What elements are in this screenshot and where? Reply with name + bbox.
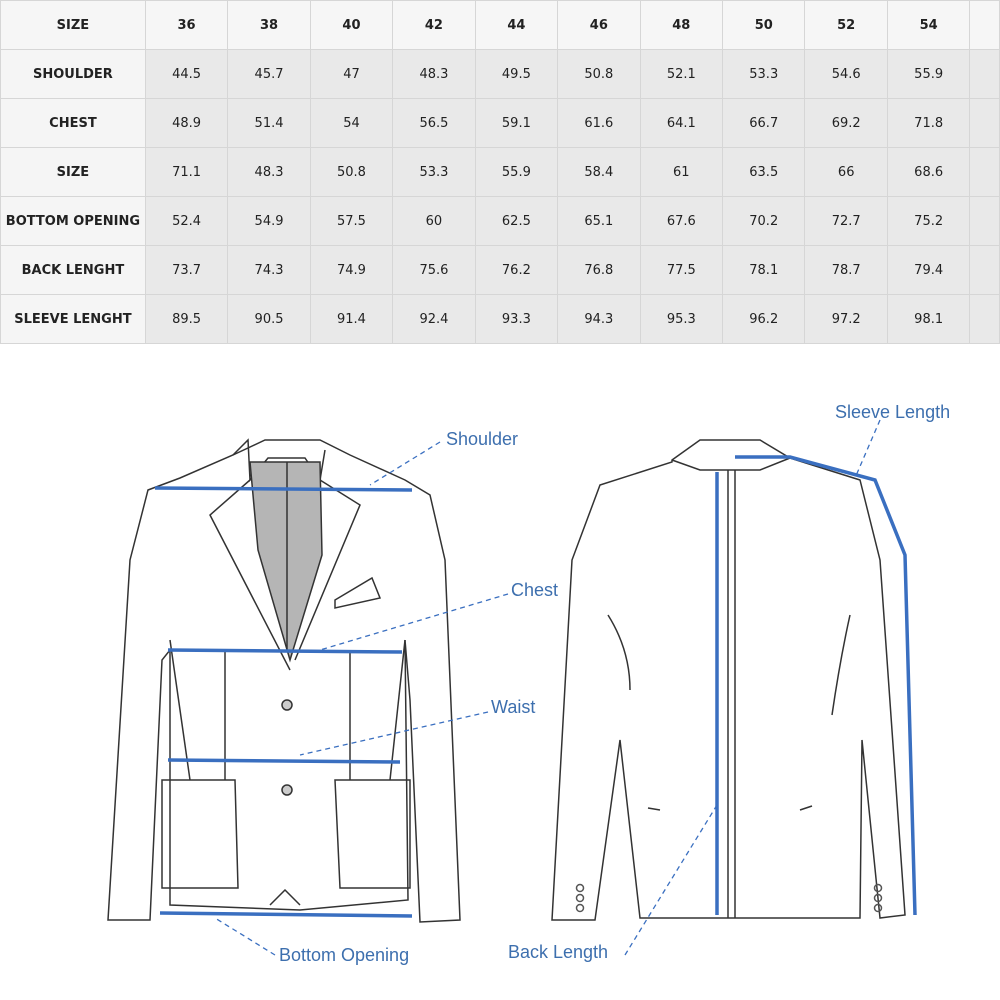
shoulder-label: Shoulder: [446, 429, 519, 449]
row-label: BOTTOM OPENING: [0, 196, 146, 246]
extra-cell: [969, 245, 1000, 295]
extra-cell: [969, 294, 1000, 344]
measurement-cell: 74.3: [227, 245, 311, 295]
chest-arrow: [167, 648, 403, 654]
sleeve-length-arrow: [735, 455, 917, 916]
size-header: 50: [722, 0, 806, 50]
shoulder-arrow: [154, 486, 413, 492]
size-header: 44: [474, 0, 559, 50]
measurement-cell: 75.2: [886, 196, 971, 246]
bottom-opening-arrow: [159, 911, 413, 918]
measurement-cell: 78.1: [722, 245, 806, 295]
measurement-cell: 56.5: [392, 98, 476, 148]
measurement-cell: 91.4: [309, 294, 394, 344]
waist-arrow: [167, 758, 401, 764]
measurement-cell: 77.5: [639, 245, 724, 295]
measurement-cell: 52.1: [639, 49, 724, 99]
measurement-cell: 48.9: [144, 98, 229, 148]
extra-cell: [969, 147, 1000, 197]
measurement-cell: 69.2: [804, 98, 888, 148]
measurement-cell: 61.6: [557, 98, 641, 148]
measurement-cell: 52.4: [144, 196, 229, 246]
measurement-cell: 48.3: [392, 49, 476, 99]
extra-cell: [969, 98, 1000, 148]
size-header: 46: [557, 0, 641, 50]
measurement-cell: 73.7: [144, 245, 229, 295]
size-header: 48: [639, 0, 724, 50]
measurement-cell: 72.7: [804, 196, 888, 246]
measurement-arrows: [154, 455, 917, 918]
row-label: SLEEVE LENGHT: [0, 294, 146, 344]
front-jacket-illustration: [107, 438, 461, 923]
measurement-cell: 66.7: [722, 98, 806, 148]
measurement-cell: 61: [639, 147, 724, 197]
measurement-cell: 54.9: [227, 196, 311, 246]
size-header: 42: [392, 0, 476, 50]
chest-label: Chest: [511, 580, 559, 600]
measurement-cell: 97.2: [804, 294, 888, 344]
leader-lines: [214, 419, 881, 956]
measurement-cell: 67.6: [639, 196, 724, 246]
measurement-cell: 92.4: [392, 294, 476, 344]
measurement-cell: 71.1: [144, 147, 229, 197]
measurement-cell: 45.7: [227, 49, 311, 99]
measurement-cell: 76.2: [474, 245, 559, 295]
row-label: BACK LENGHT: [0, 245, 146, 295]
measurement-cell: 54.6: [804, 49, 888, 99]
measurement-cell: 63.5: [722, 147, 806, 197]
measurement-cell: 89.5: [144, 294, 229, 344]
extra-cell: [969, 196, 1000, 246]
measurement-cell: 96.2: [722, 294, 806, 344]
measurement-cell: 57.5: [309, 196, 394, 246]
extra-cell: [969, 49, 1000, 99]
measurement-cell: 71.8: [886, 98, 971, 148]
measurement-cell: 98.1: [886, 294, 971, 344]
measurement-cell: 95.3: [639, 294, 724, 344]
waist-label: Waist: [491, 697, 536, 717]
measurement-cell: 94.3: [557, 294, 641, 344]
measurement-cell: 93.3: [474, 294, 559, 344]
extra-cell: [969, 0, 1000, 50]
measurement-cell: 75.6: [392, 245, 476, 295]
back-length-label: Back Length: [508, 942, 609, 962]
size-header: 52: [804, 0, 888, 50]
measurement-cell: 55.9: [474, 147, 559, 197]
measurement-cell: 53.3: [392, 147, 476, 197]
size-header: 36: [144, 0, 229, 50]
measurement-cell: 64.1: [639, 98, 724, 148]
measurement-cell: 54: [309, 98, 394, 148]
row-label: CHEST: [0, 98, 146, 148]
bottom-opening-label: Bottom Opening: [279, 945, 410, 965]
header-label: SIZE: [0, 0, 146, 50]
measurement-cell: 60: [392, 196, 476, 246]
measurement-cell: 59.1: [474, 98, 559, 148]
row-label: SHOULDER: [0, 49, 146, 99]
measurement-cell: 90.5: [227, 294, 311, 344]
size-header: 54: [886, 0, 971, 50]
measurement-cell: 74.9: [309, 245, 394, 295]
measurement-cell: 55.9: [886, 49, 971, 99]
measurement-cell: 50.8: [557, 49, 641, 99]
measurement-cell: 49.5: [474, 49, 559, 99]
measurement-cell: 48.3: [227, 147, 311, 197]
measurement-cell: 79.4: [886, 245, 971, 295]
measurement-cell: 62.5: [474, 196, 559, 246]
measurement-cell: 58.4: [557, 147, 641, 197]
measurement-cell: 66: [804, 147, 888, 197]
back-jacket-illustration: [551, 439, 906, 921]
measurement-cell: 70.2: [722, 196, 806, 246]
measurement-cell: 68.6: [886, 147, 971, 197]
measurement-cell: 65.1: [557, 196, 641, 246]
measurement-cell: 78.7: [804, 245, 888, 295]
measurement-cell: 47: [309, 49, 394, 99]
sleeve-length-label: Sleeve Length: [835, 402, 951, 422]
